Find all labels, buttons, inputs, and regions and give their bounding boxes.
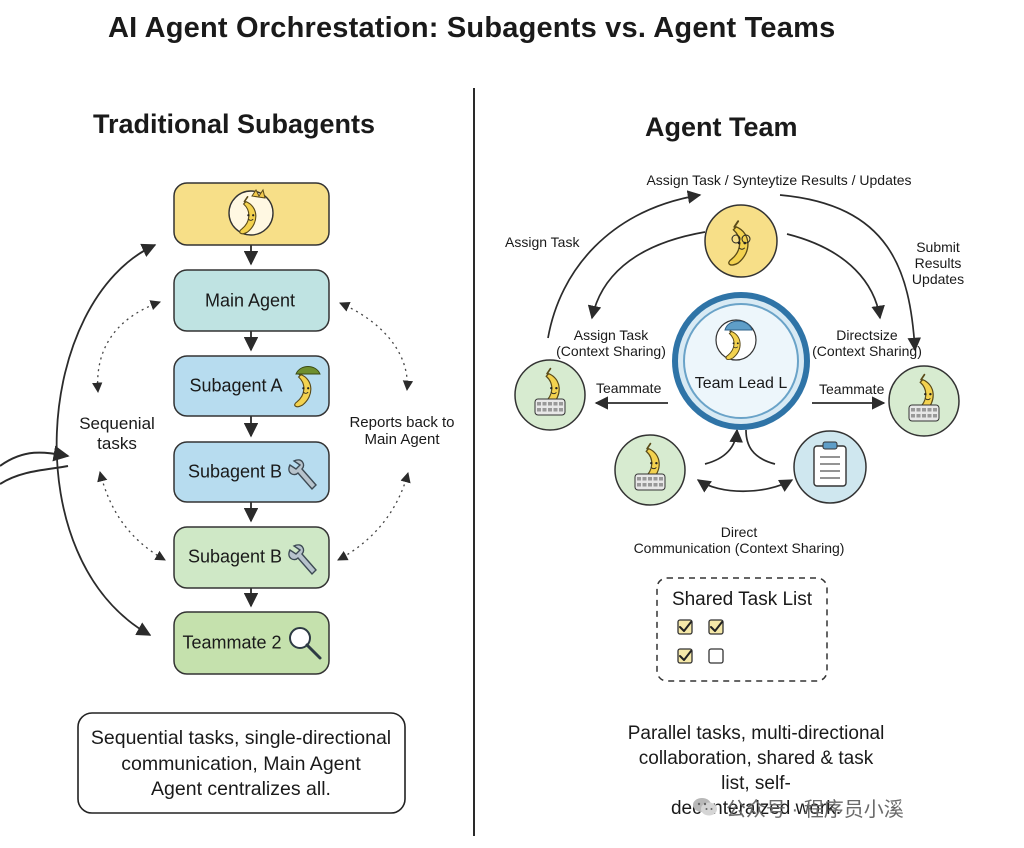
left-node-5 (173, 611, 330, 675)
banana-cap-icon (294, 366, 321, 408)
left-dashed-arrows (92, 300, 414, 561)
right-section-title: Agent Team (645, 112, 798, 142)
assign-context-label: Assign Task (Context Sharing) (556, 327, 666, 360)
wechat-icon (693, 798, 717, 816)
watermark: 公众号 · 程序员小溪 (692, 792, 904, 822)
left-node-label-5: Teammate 2 (182, 632, 282, 653)
team-lead-label: Team Lead L (694, 375, 788, 392)
side-curve-left (0, 445, 70, 485)
task-checkbox-0 (677, 619, 693, 635)
left-summary-box (77, 712, 406, 814)
submit-results-label: Submit Results Updates (911, 239, 965, 288)
left-node-3 (173, 441, 330, 503)
right-node-group (514, 204, 960, 506)
teammate-right-node (888, 365, 960, 437)
left-section-title: Traditional Subagents (93, 109, 376, 139)
left-node-group (173, 182, 330, 675)
king-banana-icon (228, 188, 274, 236)
right-arrows (547, 190, 922, 493)
watermark-text: 公众号 · 程序员小溪 (726, 798, 904, 821)
direct-context-label: Directsize (Context Sharing) (812, 327, 922, 360)
top-flow-label: Assign Task / Synteytize Results / Updat… (646, 172, 912, 188)
sequential-tasks-label: Sequenial tasks (79, 414, 155, 453)
left-node-label-4: Subagent B (187, 546, 283, 567)
left-node-label-3: Subagent B (187, 461, 283, 482)
task-checkbox-3 (708, 648, 724, 664)
teammate-left-label: Teammate (596, 380, 662, 396)
left-summary-text: Sequential tasks, single-directional com… (90, 727, 392, 801)
left-node-1 (173, 269, 330, 332)
assign-task-outer-label: Assign Task (505, 234, 580, 250)
direct-communication-label: Direct Communication (Context Sharing) (633, 524, 845, 557)
clipboard-node (793, 430, 867, 504)
left-flow-arrows (55, 243, 259, 636)
left-node-4 (173, 526, 330, 589)
wrench-icon-2 (288, 544, 317, 576)
task-checkbox-2 (677, 648, 693, 664)
task-checkbox-1 (708, 619, 724, 635)
left-node-label-2: Subagent A (189, 375, 283, 396)
team-lead-node (672, 292, 810, 430)
teammate-right-label: Teammate (819, 381, 885, 397)
top-lead-node (704, 204, 778, 278)
shared-task-list-box (656, 577, 828, 682)
teammate-left-node (514, 359, 586, 431)
banana-king-body-icon (239, 195, 257, 235)
shared-task-list-title: Shared Task List (671, 589, 813, 610)
page-title: AI Agent Orchrestation: Subagents vs. Ag… (108, 12, 836, 44)
teammate-bottom-node (614, 434, 686, 506)
magnifier-icon (289, 627, 322, 660)
wrench-icon (288, 459, 317, 491)
left-node-label-1: Main Agent (204, 290, 296, 311)
left-node-2 (173, 355, 330, 417)
reports-back-label: Reports back to Main Agent (349, 414, 455, 449)
